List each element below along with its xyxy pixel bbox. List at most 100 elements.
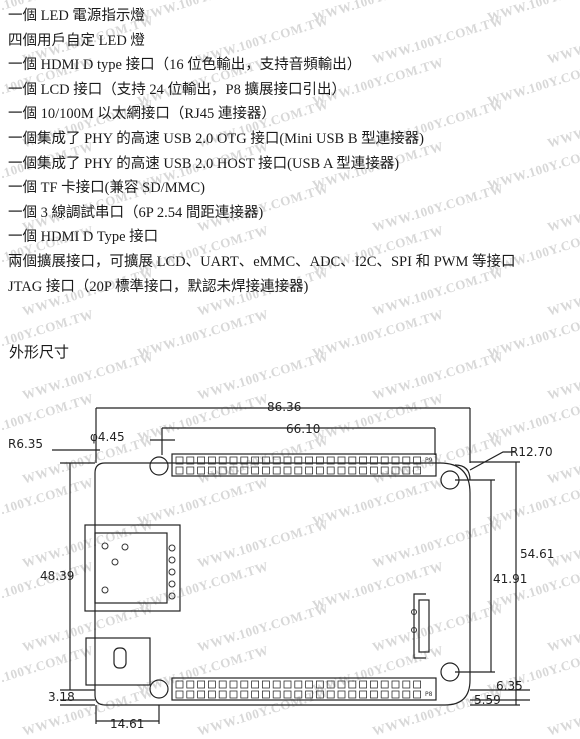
header-pin <box>369 680 378 689</box>
feature-item: 一個 10/100M 以太網接口（RJ45 連接器） <box>8 106 276 123</box>
feature-item: 一個 TF 卡接口(兼容 SD/MMC) <box>8 180 205 197</box>
header-pin <box>261 680 270 689</box>
header-pin <box>326 680 335 689</box>
header-pin <box>283 466 292 475</box>
header-pin <box>413 466 422 475</box>
header-pin <box>337 466 346 475</box>
usb-port <box>85 637 151 686</box>
dim-overall-width: 86.36 <box>267 400 301 414</box>
header-pin <box>175 690 184 699</box>
header-p8 <box>171 677 437 701</box>
header-pin <box>251 680 260 689</box>
header-pin <box>337 680 346 689</box>
mounting-hole <box>149 679 169 699</box>
header-pin <box>197 680 206 689</box>
feature-item: 一個 LED 電源指示燈 <box>8 8 145 24</box>
header-pin <box>305 690 314 699</box>
header-pin <box>326 690 335 699</box>
feature-item: 一個 HDMI D type 接口（16 位色輸出，支持音頻輸出） <box>8 57 362 74</box>
dim-hole-spacing-right: 41.91 <box>493 572 527 586</box>
header-pin <box>186 680 195 689</box>
header-pin <box>348 456 357 465</box>
header-pin <box>197 456 206 465</box>
header-pin <box>326 466 335 475</box>
header-pin <box>272 680 281 689</box>
feature-item: JTAG 接口（20P 標準接口，默認未焊接連接器) <box>8 278 309 295</box>
board-outline <box>94 462 471 706</box>
header-pin <box>261 456 270 465</box>
dim-bottom-left-offset: 3.18 <box>48 690 75 704</box>
header-pin <box>337 690 346 699</box>
header-pin <box>413 680 422 689</box>
header-pin <box>380 456 389 465</box>
header-pin <box>348 680 357 689</box>
header-pin <box>197 690 206 699</box>
header-pin <box>272 690 281 699</box>
header-pin <box>380 466 389 475</box>
header-pin <box>218 456 227 465</box>
corner-arc <box>454 464 471 481</box>
header-pin <box>402 690 411 699</box>
header-pin <box>391 680 400 689</box>
dim-left-bottom-width: 14.61 <box>110 717 144 731</box>
ethernet-jack <box>84 524 181 612</box>
dim-hole-diameter: φ4.45 <box>90 430 125 444</box>
header-pin <box>207 680 216 689</box>
header-pin <box>380 690 389 699</box>
header-pin <box>240 680 249 689</box>
section-title: 外形尺寸 <box>9 345 70 361</box>
header-label-p9: P9 <box>425 457 433 464</box>
header-pin <box>272 466 281 475</box>
header-pin <box>229 466 238 475</box>
header-pin <box>369 456 378 465</box>
header-pin <box>261 466 270 475</box>
feature-item: 一個 HDMI D Type 接口 <box>8 229 159 246</box>
header-pin <box>186 456 195 465</box>
header-label-p8: P8 <box>425 691 433 698</box>
dim-bottom-right-offset-a: 6.35 <box>496 679 523 693</box>
header-pin <box>251 466 260 475</box>
header-pin <box>229 456 238 465</box>
header-pin <box>294 466 303 475</box>
header-pin <box>175 456 184 465</box>
feature-item: 四個用戶自定 LED 燈 <box>8 32 145 49</box>
header-pin <box>261 690 270 699</box>
header-pin <box>283 456 292 465</box>
sd-card-slot <box>413 593 426 659</box>
header-pin <box>294 680 303 689</box>
header-pin <box>337 456 346 465</box>
header-pin <box>240 690 249 699</box>
header-pin <box>326 456 335 465</box>
header-pin <box>251 456 260 465</box>
header-pin <box>218 680 227 689</box>
header-pin <box>348 690 357 699</box>
header-pin <box>186 466 195 475</box>
header-pin <box>413 690 422 699</box>
mounting-hole <box>149 456 169 476</box>
header-pin <box>283 680 292 689</box>
header-pin <box>175 680 184 689</box>
dim-corner-radius-left: R6.35 <box>8 437 43 451</box>
header-pin <box>315 456 324 465</box>
header-pin <box>315 680 324 689</box>
header-pin <box>229 690 238 699</box>
feature-item: 一個集成了 PHY 的高速 USB 2.0 OTG 接口(Mini USB B … <box>8 130 424 147</box>
header-pin <box>369 466 378 475</box>
feature-item: 兩個擴展接口，可擴展 LCD、UART、eMMC、ADC、I2C、SPI 和 P… <box>8 253 516 270</box>
header-pin <box>348 466 357 475</box>
header-pin <box>207 690 216 699</box>
header-pin <box>402 456 411 465</box>
header-pins <box>175 456 422 699</box>
header-pin <box>315 690 324 699</box>
header-pin <box>175 466 184 475</box>
header-pin <box>240 466 249 475</box>
header-pin <box>272 456 281 465</box>
header-pin <box>305 466 314 475</box>
feature-item: 一個集成了 PHY 的高速 USB 2.0 HOST 接口(USB A 型連接器… <box>8 155 400 172</box>
header-pin <box>315 466 324 475</box>
header-pin <box>294 456 303 465</box>
header-pin <box>186 690 195 699</box>
dim-bottom-right-offset-b: 5.59 <box>474 693 501 707</box>
header-pin <box>369 690 378 699</box>
